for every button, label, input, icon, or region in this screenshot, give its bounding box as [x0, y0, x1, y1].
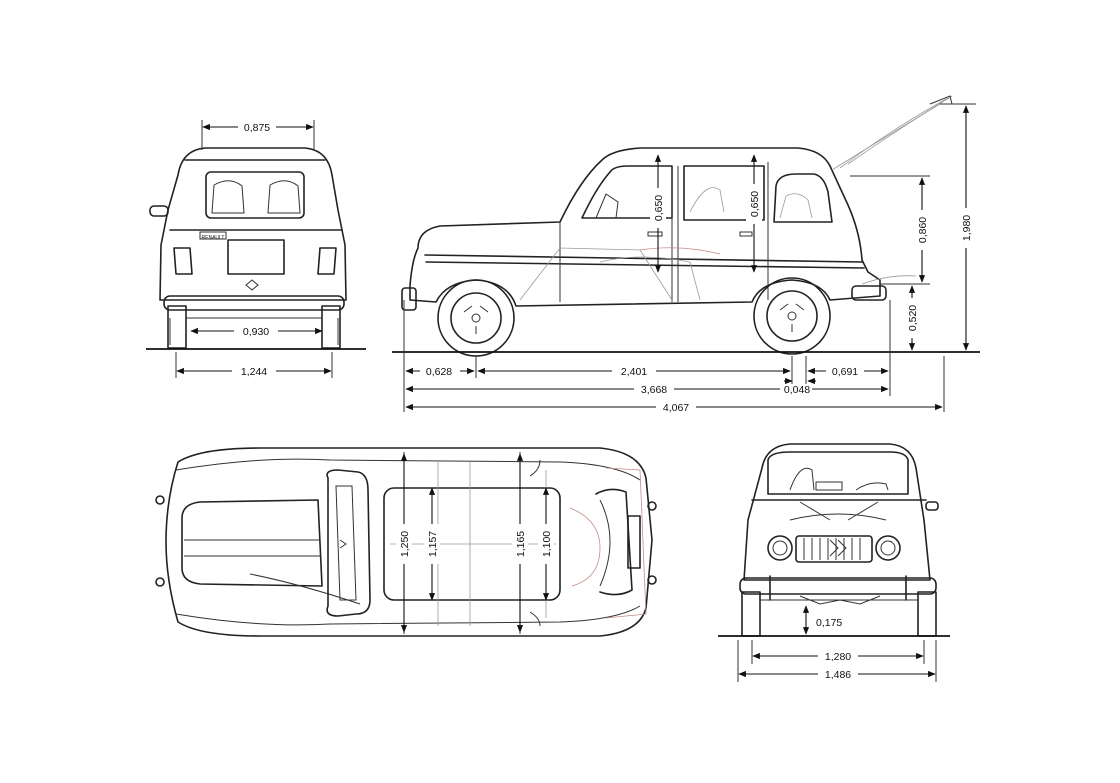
dim-interior-width-4: 1,100: [541, 531, 553, 557]
rear-dims: [175, 120, 333, 378]
dim-rear-overall-width: 1,244: [241, 366, 267, 378]
dim-length-body: 3,668: [641, 384, 667, 396]
dim-wheel-offset: 0,048: [784, 384, 810, 396]
dim-ground-clearance: 0,175: [816, 617, 842, 629]
dim-front-overhang: 0,628: [426, 366, 452, 378]
dim-interior-width-2: 1,157: [427, 531, 439, 557]
side-view: [401, 95, 953, 357]
dim-rear-axle-width: 0,930: [243, 326, 269, 338]
top-view: [155, 447, 657, 637]
dim-rear-overhang: 0,691: [832, 366, 858, 378]
dim-window-height-rear: 0,650: [749, 191, 761, 217]
rear-view: [149, 147, 347, 349]
dim-window-height-front: 0,650: [653, 195, 665, 221]
rear-badge-text: RENAULT: [202, 235, 225, 241]
side-dims: [403, 103, 976, 412]
dim-interior-width-1: 1,250: [399, 531, 411, 557]
dim-front-overall-width: 1,486: [825, 669, 851, 681]
dim-length-overall: 4,067: [663, 402, 689, 414]
dim-overall-height: 1,980: [961, 215, 973, 241]
front-view: [739, 443, 939, 637]
dim-interior-width-3: 1,165: [515, 531, 527, 557]
dim-tailgate-height: 0,860: [917, 217, 929, 243]
dim-wheelbase: 2,401: [621, 366, 647, 378]
dim-ground-to-bumper: 0,520: [907, 305, 919, 331]
dim-rear-track-inner: 0,875: [244, 122, 270, 134]
dim-front-track: 1,280: [825, 651, 851, 663]
